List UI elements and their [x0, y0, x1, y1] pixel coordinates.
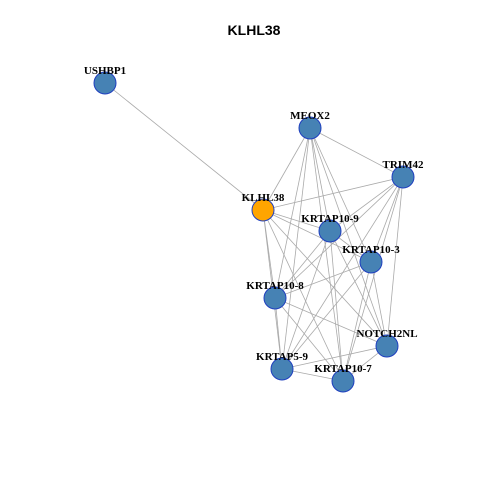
- node-meox2: [298, 116, 322, 140]
- edge-klhl38-krtap10-7: [262, 209, 344, 382]
- node-krtap10-8: [263, 286, 287, 310]
- edge-krtap5-9-notch2nl: [281, 345, 388, 370]
- node-label-notch2nl: NOTCH2NL: [356, 328, 417, 340]
- edge-ushbp1-klhl38: [104, 82, 264, 211]
- node-krtap10-3: [359, 250, 383, 274]
- node-ushbp1: [93, 71, 117, 95]
- edge-meox2-krtap10-3: [309, 127, 372, 263]
- node-label-krtap10-3: KRTAP10-3: [342, 244, 400, 256]
- node-krtap10-9: [318, 219, 342, 243]
- node-label-trim42: TRIM42: [383, 159, 424, 171]
- node-label-klhl38: KLHL38: [242, 192, 285, 204]
- edge-krtap10-3-krtap5-9: [281, 261, 372, 370]
- edge-meox2-krtap5-9: [281, 127, 311, 370]
- diagram-title: KLHL38: [228, 22, 281, 38]
- edge-krtap10-3-notch2nl: [370, 261, 388, 347]
- node-notch2nl: [375, 334, 399, 358]
- node-label-krtap10-9: KRTAP10-9: [301, 213, 359, 225]
- edge-meox2-notch2nl: [309, 127, 388, 347]
- edge-krtap10-8-notch2nl: [274, 297, 388, 347]
- node-label-ushbp1: USHBP1: [84, 65, 126, 77]
- edge-klhl38-krtap10-9: [262, 209, 331, 232]
- edge-krtap10-9-krtap5-9: [281, 230, 331, 370]
- node-layer: USHBP1MEOX2TRIM42KLHL38KRTAP10-9KRTAP10-…: [84, 65, 424, 393]
- edge-trim42-krtap10-7: [342, 176, 404, 382]
- edge-krtap10-3-krtap10-7: [342, 261, 372, 382]
- edge-meox2-trim42: [309, 127, 404, 178]
- edge-trim42-krtap10-9: [329, 176, 404, 232]
- edge-krtap10-8-krtap5-9: [274, 297, 283, 370]
- edge-klhl38-krtap10-3: [262, 209, 372, 263]
- edge-krtap10-8-krtap10-7: [274, 297, 344, 382]
- node-label-krtap10-7: KRTAP10-7: [314, 363, 372, 375]
- node-klhl38: [251, 198, 275, 222]
- edge-klhl38-notch2nl: [262, 209, 388, 347]
- edge-meox2-krtap10-8: [274, 127, 311, 299]
- node-krtap5-9: [270, 357, 294, 381]
- node-label-krtap5-9: KRTAP5-9: [256, 351, 308, 363]
- node-trim42: [391, 165, 415, 189]
- node-label-meox2: MEOX2: [290, 110, 330, 122]
- edge-meox2-krtap10-7: [309, 127, 344, 382]
- edge-meox2-krtap10-9: [309, 127, 331, 232]
- edge-klhl38-meox2: [262, 127, 311, 211]
- edge-krtap10-9-krtap10-8: [274, 230, 331, 299]
- edge-trim42-notch2nl: [386, 176, 404, 347]
- edge-krtap10-3-krtap10-8: [274, 261, 372, 299]
- edge-trim42-krtap10-3: [370, 176, 404, 263]
- edge-krtap10-9-notch2nl: [329, 230, 388, 347]
- node-label-krtap10-8: KRTAP10-8: [246, 280, 304, 292]
- node-krtap10-7: [331, 369, 355, 393]
